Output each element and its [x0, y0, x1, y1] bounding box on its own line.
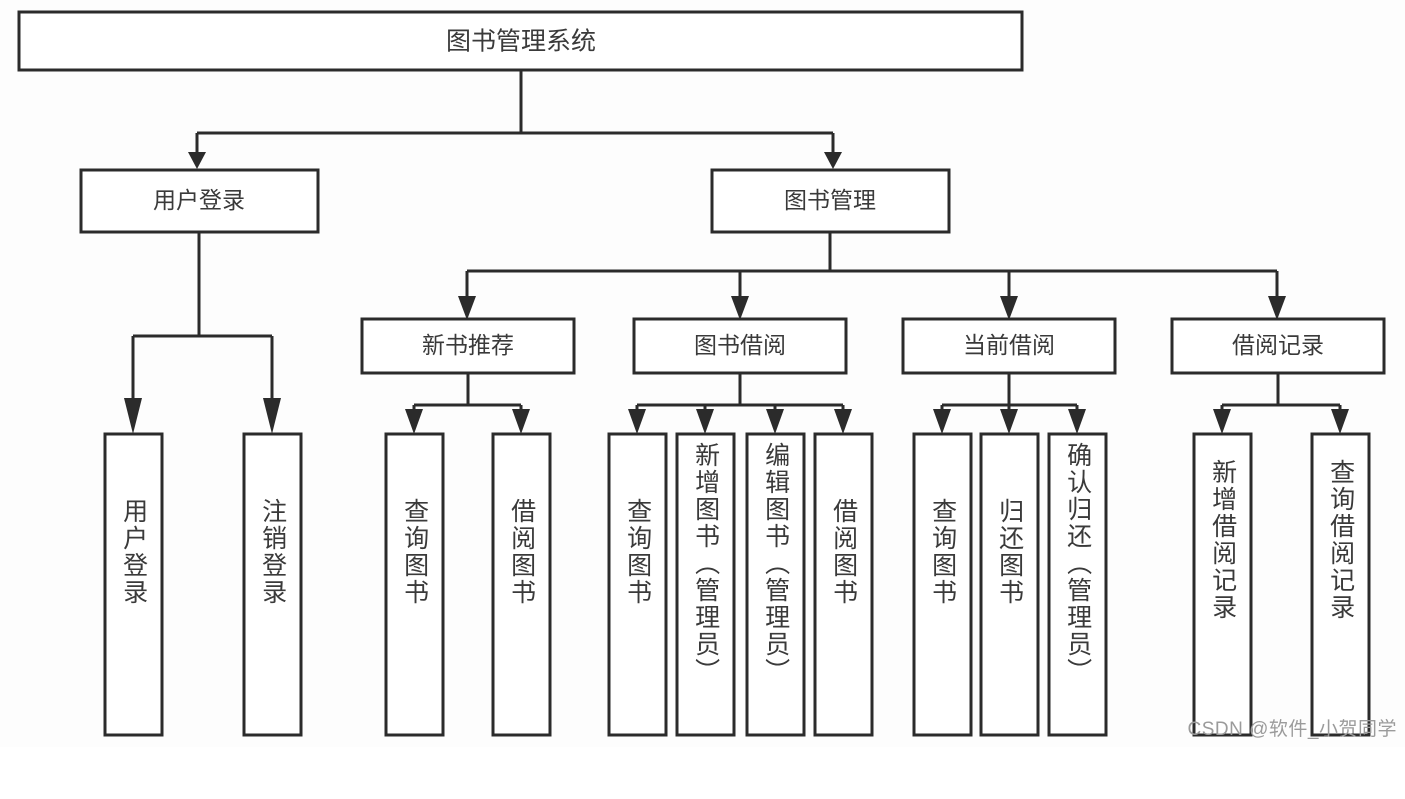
- connector-current-borrow-to-leaves: [940, 373, 1079, 414]
- node-level3-current-borrow-label: 当前借阅: [963, 332, 1055, 358]
- arrowhead-to-current-borrow: [1000, 296, 1018, 320]
- arrowhead-leaf-user-login: [124, 398, 142, 434]
- node-level3-borrow-record-label: 借阅记录: [1232, 332, 1324, 358]
- arrowhead-leaf-query-book-3: [933, 409, 951, 434]
- node-root-box[interactable]: [17, 10, 1024, 72]
- node-level3-new-book-rec-box[interactable]: [360, 317, 576, 375]
- arrowhead-leaf-add-record: [1213, 409, 1231, 434]
- arrowhead-to-new-book-rec: [458, 296, 476, 320]
- node-leaf-add-book-box[interactable]: [675, 432, 736, 737]
- connector-root-to-level2: [195, 70, 835, 158]
- csdn-watermark: CSDN @软件_小贺同学: [1187, 719, 1397, 740]
- arrowhead-leaf-add-book: [696, 409, 714, 434]
- node-leaf-borrow-book-1-box[interactable]: [491, 432, 552, 737]
- diagram-canvas: 图书管理系统 用户登录 图书管理 新书推荐 图书借阅 当前借阅 借阅记录: [17, 10, 1397, 740]
- connector-book-manage-to-level3: [465, 232, 1279, 300]
- node-level3-book-borrow-label: 图书借阅: [694, 332, 786, 358]
- arrowhead-leaf-borrow-book-2: [834, 409, 852, 434]
- node-leaf-return-book-box[interactable]: [979, 432, 1040, 737]
- arrowhead-leaf-borrow-book-1: [512, 409, 530, 434]
- node-level2-user-login-label: 用户登录: [153, 187, 245, 213]
- node-leaf-edit-book-box[interactable]: [745, 432, 806, 737]
- node-level2-book-manage-label: 图书管理: [784, 187, 876, 213]
- node-leaf-add-record-box[interactable]: [1192, 432, 1253, 737]
- arrowhead-leaf-return-book: [1000, 409, 1018, 434]
- node-leaf-logout-box[interactable]: [242, 432, 303, 737]
- node-level3-current-borrow-box[interactable]: [901, 317, 1117, 375]
- arrowhead-to-book-manage: [824, 152, 842, 169]
- node-leaf-query-book-3-box[interactable]: [912, 432, 973, 737]
- arrowhead-to-borrow-record: [1268, 296, 1286, 320]
- node-leaf-user-login-box[interactable]: [103, 432, 164, 737]
- node-leaf-query-book-2-box[interactable]: [607, 432, 668, 737]
- node-leaf-borrow-book-2-box[interactable]: [813, 432, 874, 737]
- arrowhead-leaf-edit-book: [766, 409, 784, 434]
- node-level3-new-book-rec-label: 新书推荐: [422, 332, 514, 358]
- arrowhead-leaf-query-book-2: [628, 409, 646, 434]
- arrowhead-to-book-borrow: [731, 296, 749, 320]
- connector-new-book-rec-to-leaves: [412, 373, 523, 414]
- connector-borrow-record-to-leaves: [1220, 373, 1342, 414]
- node-leaf-query-record-box[interactable]: [1310, 432, 1371, 737]
- arrowhead-leaf-query-book-1: [405, 409, 423, 434]
- node-leaf-confirm-return-box[interactable]: [1047, 432, 1108, 737]
- node-level2-user-login-box[interactable]: [79, 168, 320, 234]
- connector-book-borrow-to-leaves: [635, 373, 845, 414]
- arrowhead-leaf-query-record: [1331, 409, 1349, 434]
- connector-user-login-to-leaves: [131, 232, 274, 402]
- arrowhead-leaf-logout: [263, 398, 281, 434]
- arrowhead-leaf-confirm-return: [1068, 409, 1086, 434]
- tree-diagram-svg: 图书管理系统 用户登录 图书管理 新书推荐 图书借阅 当前借阅 借阅记录: [17, 10, 1386, 737]
- arrowhead-to-user-login: [188, 152, 206, 169]
- node-leaf-query-book-1-box[interactable]: [384, 432, 445, 737]
- node-root-label: 图书管理系统: [446, 28, 596, 56]
